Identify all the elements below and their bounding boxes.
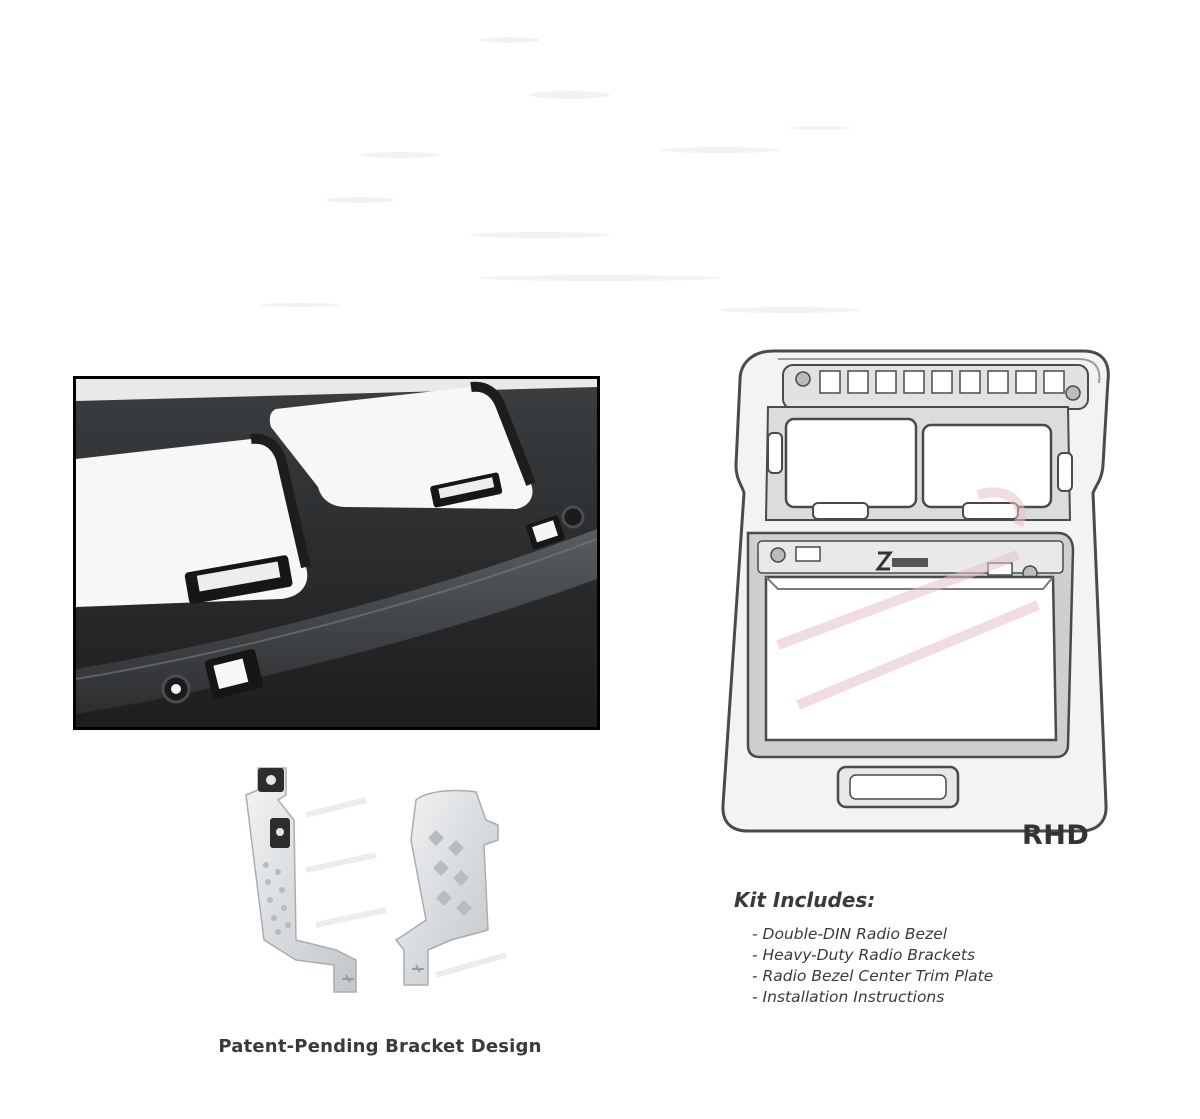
bezel-closeup-illustration	[76, 379, 597, 727]
list-item: - Radio Bezel Center Trim Plate	[752, 967, 994, 985]
list-item: - Installation Instructions	[752, 988, 945, 1006]
list-item: - Heavy-Duty Radio Brackets	[752, 946, 976, 964]
radio-brackets-illustration	[236, 760, 536, 1010]
bezel-closeup-photo	[73, 376, 600, 730]
double-din-bezel-drawing	[718, 345, 1118, 835]
bracket-caption: Patent-Pending Bracket Design	[218, 1036, 542, 1057]
list-item: - Double-DIN Radio Bezel	[752, 925, 948, 943]
zspec-logo-icon	[875, 551, 928, 571]
left-bracket	[245, 767, 357, 993]
kit-includes-list: - Double-DIN Radio Bezel - Heavy-Duty Ra…	[752, 924, 1112, 1014]
rhd-label: RHD	[1022, 820, 1090, 851]
faint-background-smudges	[0, 0, 1200, 330]
watermark-graphic	[776, 487, 1040, 710]
kit-includes-title: Kit Includes:	[734, 888, 876, 912]
right-bracket	[394, 789, 499, 986]
